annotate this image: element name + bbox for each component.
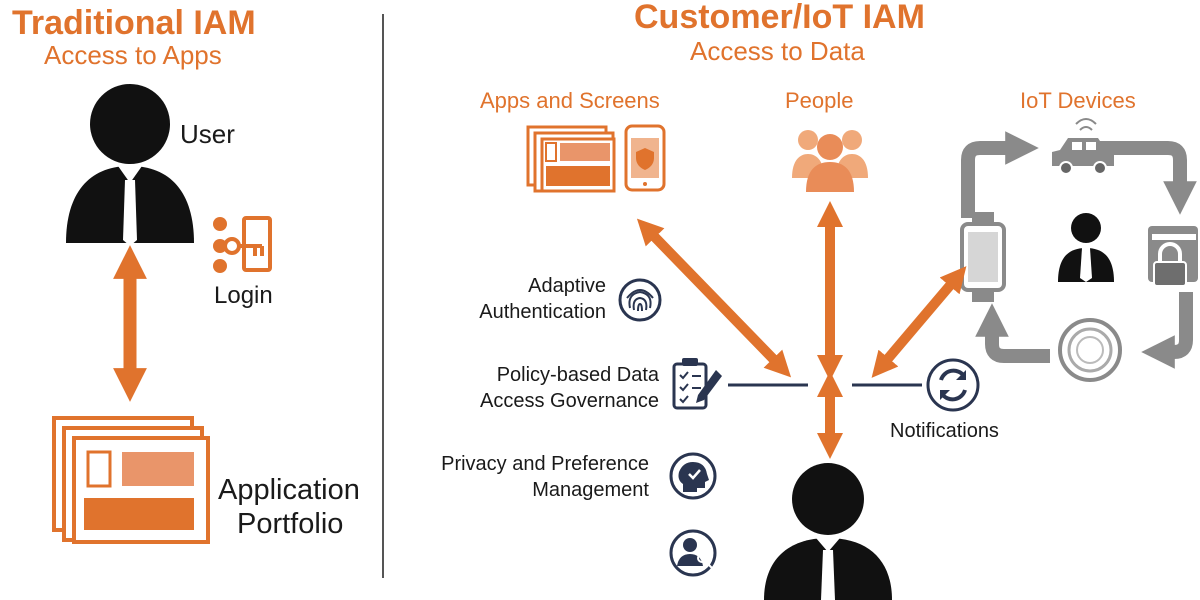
feature-policy-data-governance: Policy-based Data Access Governance	[480, 362, 659, 414]
hub-arrows	[636, 201, 967, 459]
key-login-icon	[213, 216, 272, 273]
privacy-check-icon	[669, 452, 717, 500]
category-iot-devices: IoT Devices	[1020, 88, 1136, 113]
traditional-iam-subtitle: Access to Apps	[44, 40, 222, 70]
feature-line: Authentication	[479, 301, 606, 323]
iot-cycle-arrows	[961, 131, 1197, 369]
feature-adaptive-authentication: Adaptive Authentication	[479, 273, 606, 325]
customer-iot-iam-subtitle: Access to Data	[690, 36, 865, 66]
people-group-icon	[792, 130, 868, 192]
login-label: Login	[214, 282, 273, 309]
feature-privacy-preference: Privacy and Preference Management	[441, 451, 649, 503]
car-icon	[1052, 118, 1114, 175]
user-icon	[1058, 213, 1114, 282]
checklist-icon	[672, 358, 722, 410]
lock-icon	[1148, 226, 1198, 287]
user-label: User	[180, 119, 235, 149]
user-icon	[764, 463, 892, 600]
feature-line: Privacy and Preference	[441, 453, 649, 475]
notifications-label: Notifications	[890, 420, 999, 442]
traditional-iam-title: Traditional IAM	[12, 4, 256, 42]
smartwatch-icon	[960, 212, 1006, 302]
refresh-icon	[926, 358, 980, 412]
customer-iot-iam-title: Customer/IoT IAM	[634, 0, 925, 36]
fingerprint-icon	[618, 278, 662, 322]
portfolio-label-line1: Application	[218, 474, 360, 506]
user-icon	[66, 84, 194, 246]
user-key-icon	[669, 529, 717, 577]
app-window-icon	[526, 125, 616, 193]
app-window-icon	[52, 416, 210, 544]
feature-line: Management	[532, 479, 649, 501]
feature-line: Policy-based Data	[496, 364, 659, 386]
feature-line: Access Governance	[480, 390, 659, 412]
phone-icon	[624, 124, 666, 192]
category-people: People	[785, 88, 854, 113]
thermostat-icon	[1058, 318, 1122, 382]
feature-line: Adaptive	[528, 275, 606, 297]
portfolio-label-line2: Portfolio	[237, 508, 344, 540]
category-apps-and-screens: Apps and Screens	[480, 88, 660, 113]
